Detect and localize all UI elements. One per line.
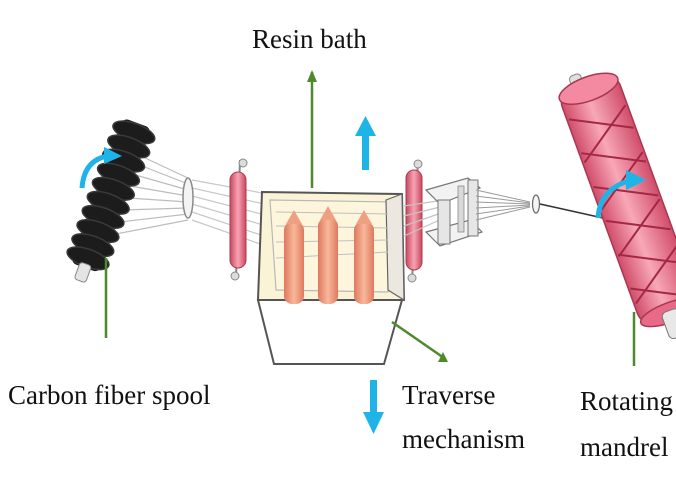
resin-bath <box>256 190 406 365</box>
mandrel-rotation-arrow-icon <box>595 170 646 219</box>
leader-arrowhead-traverse <box>438 352 448 362</box>
traverse-up-arrow-icon <box>355 116 376 170</box>
label-carbon-fiber-spool: Carbon fiber spool <box>8 380 211 410</box>
leader-arrowhead-resin-bath <box>307 70 317 82</box>
traverse-down-arrow-icon <box>363 380 384 434</box>
label-traverse-line2: mechanism <box>402 424 525 454</box>
tension-roller-left <box>229 158 248 281</box>
label-rotating-line2: mandrel <box>580 432 669 462</box>
guide-ring-left <box>182 177 194 219</box>
rotating-mandrel <box>558 72 676 340</box>
resin-bath-rods <box>284 206 374 304</box>
spool-rotation-arrow-icon <box>79 147 122 189</box>
fiber-strands-converging <box>475 189 531 221</box>
carbon-fiber-spool <box>66 119 156 283</box>
eyelet-guide <box>531 194 541 214</box>
label-traverse-line1: Traverse <box>402 380 496 410</box>
fiber-strands-bath-to-comb <box>403 199 445 237</box>
leader-line-traverse <box>391 320 445 360</box>
label-rotating-line1: Rotating <box>580 386 673 416</box>
fiber-comb-guide <box>424 177 484 247</box>
tension-roller-right <box>405 159 423 283</box>
label-resin-bath: Resin bath <box>252 24 367 54</box>
